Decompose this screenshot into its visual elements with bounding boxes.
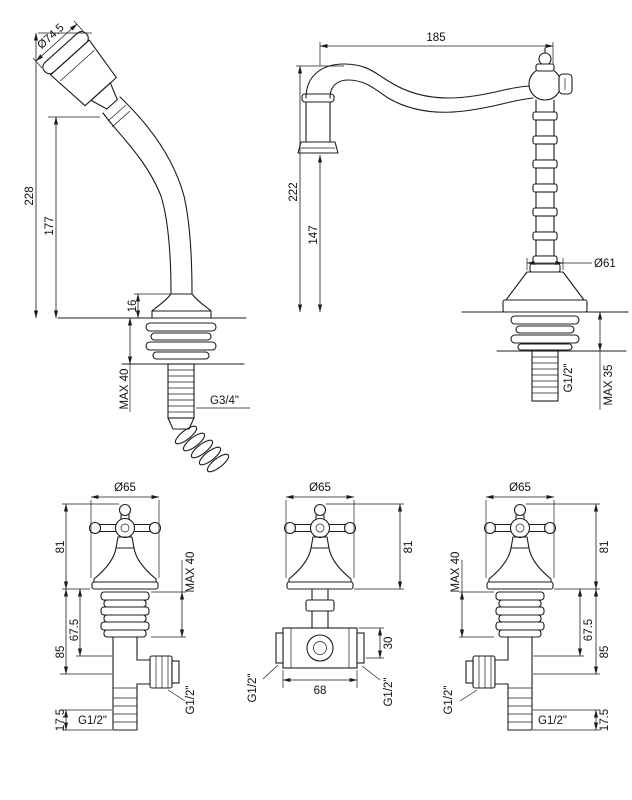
handshower-hose-coil (174, 425, 230, 473)
dim-label-spout-base-diameter: Ø61 (594, 258, 616, 270)
dim-label-handshower-height-total: 228 (24, 186, 36, 205)
spout-arm (305, 63, 534, 113)
dim-label-valve-right-height-handle: 81 (599, 541, 611, 554)
spout-ball-joint (528, 47, 573, 101)
valve-left-body (112, 636, 180, 731)
thread-label-valve-right-outlet: G1/2" (443, 685, 455, 714)
thread-label-valve-left-outlet: G1/2" (185, 685, 197, 714)
valve-left-sleeve (100, 591, 150, 638)
valve-left-dimensions: Ø65 81 MAX 40 67.5 85 17.5 G1/2" G1/2" (55, 482, 197, 731)
valve-center-handle (283, 503, 357, 590)
dim-label-valve-right-height-body: 67.5 (583, 619, 595, 641)
handshower-dimensions: 228 177 Ø74.5 16 MAX 40 G3/4" (24, 20, 250, 412)
dim-label-valve-center-body-offset: 30 (383, 637, 395, 650)
dim-label-handshower-deck-max: MAX 40 (119, 369, 131, 410)
dim-label-handshower-base-height: 16 (127, 300, 139, 313)
dim-label-valve-right-handle-diameter: Ø65 (509, 482, 531, 494)
thread-label-valve-center-right: G1/2" (383, 677, 395, 706)
spout-base (502, 271, 588, 313)
handshower-threaded-tail (167, 363, 195, 430)
dim-label-valve-center-body-width: 68 (314, 685, 327, 697)
valve-center-drawing: Ø65 81 30 68 G1/2" G1/2" (247, 482, 415, 707)
dim-label-spout-deck-max: MAX 35 (603, 365, 615, 406)
dim-label-valve-left-tail-length: 17.5 (55, 709, 67, 731)
dim-label-spout-height-total: 222 (288, 182, 300, 201)
dim-label-valve-left-handle-diameter: Ø65 (114, 482, 136, 494)
valve-left-handle (88, 503, 162, 590)
valve-right-body (465, 636, 533, 731)
valve-center-dimensions: Ø65 81 30 68 G1/2" G1/2" (247, 482, 415, 707)
valve-right-sleeve (495, 591, 545, 638)
dim-label-spout-height-outlet: 147 (308, 225, 320, 244)
handshower-washers (145, 322, 217, 360)
dim-label-valve-center-height-handle: 81 (403, 541, 415, 554)
thread-label-valve-left-tail: G1/2" (78, 715, 107, 727)
dim-label-valve-left-height-body: 67.5 (69, 619, 81, 641)
thread-label-spout: G1/2" (563, 363, 575, 392)
valve-right-drawing: Ø65 81 MAX 40 67.5 85 17.5 G1/2" G1/2" (443, 482, 611, 731)
valve-center-body (275, 588, 365, 669)
thread-label-valve-right-tail: G1/2" (538, 715, 567, 727)
handshower-base (151, 293, 212, 319)
spout-drawing: 185 222 147 Ø61 MAX 35 G1/2" (288, 32, 629, 410)
spout-threaded-tail (531, 350, 559, 402)
dim-label-valve-left-height-handle: 81 (55, 541, 67, 554)
handshower-head (42, 31, 118, 110)
spout-column (529, 99, 561, 273)
thread-label-handshower: G3/4" (210, 395, 239, 407)
spout-dimensions: 185 222 147 Ø61 MAX 35 G1/2" (288, 32, 616, 410)
spout-outlet (297, 93, 339, 154)
spout-washers (510, 315, 580, 351)
dim-label-valve-left-height-total: 85 (55, 646, 67, 659)
thread-label-valve-center-left: G1/2" (247, 673, 259, 702)
valve-right-dimensions: Ø65 81 MAX 40 67.5 85 17.5 G1/2" G1/2" (443, 482, 611, 731)
dim-label-spout-reach: 185 (426, 32, 445, 44)
handshower-handle (102, 96, 193, 295)
dim-label-valve-left-deck-max: MAX 40 (185, 552, 197, 593)
dim-label-valve-right-tail-length: 17.5 (599, 709, 611, 731)
dim-label-handshower-height-handle: 177 (44, 216, 56, 235)
dim-label-valve-right-height-total: 85 (599, 646, 611, 659)
valve-right-handle (483, 503, 557, 590)
dim-label-valve-right-deck-max: MAX 40 (450, 552, 462, 593)
dim-label-valve-center-handle-diameter: Ø65 (309, 482, 331, 494)
handshower-drawing: 228 177 Ø74.5 16 MAX 40 G3/4" (24, 20, 250, 473)
valve-left-drawing: Ø65 81 MAX 40 67.5 85 17.5 G1/2" G1/2" (55, 482, 197, 731)
